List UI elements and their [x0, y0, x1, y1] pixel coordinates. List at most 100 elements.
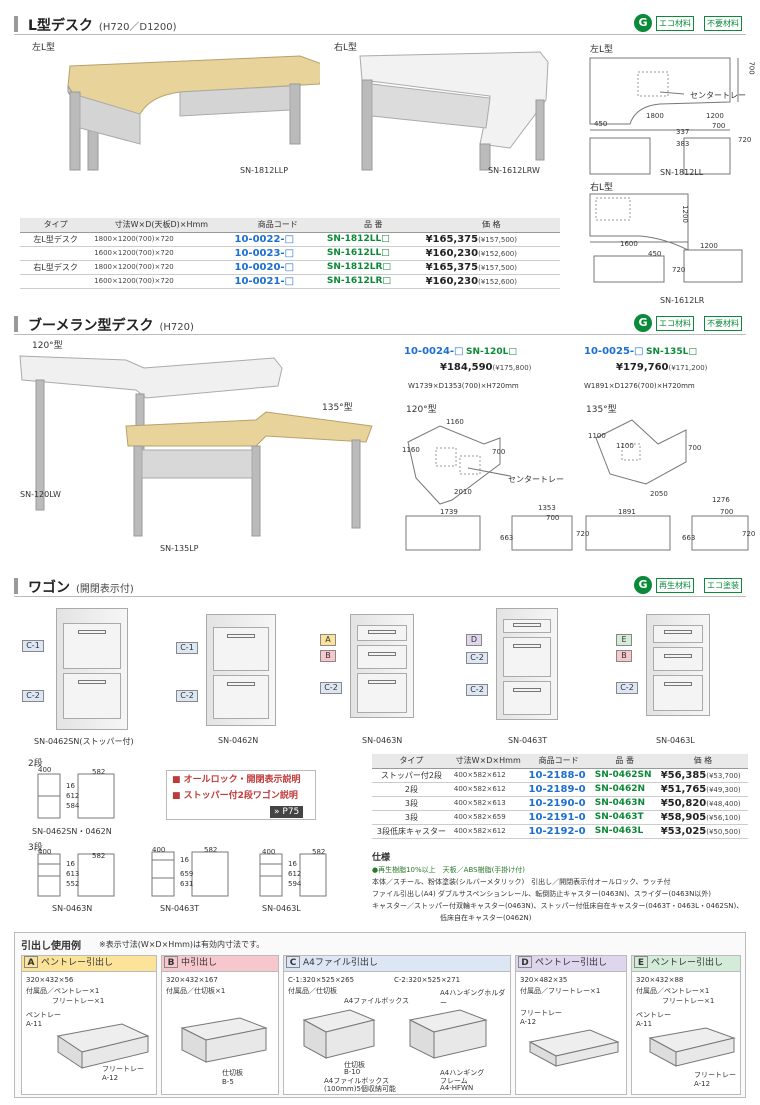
price-block-135: 10-0025-□ SN-135L□ — [584, 346, 697, 357]
dim-720: 720 — [576, 530, 590, 538]
drawer-lab3b: (100mm)5個収納可能 — [324, 1085, 396, 1093]
drawer-lab2b: B-10 — [344, 1068, 361, 1076]
panel-note: ※表示寸法(W×D×Hmm)は有効内寸法です。 — [99, 940, 265, 949]
dim-720b: 720 — [742, 530, 756, 538]
section-title: ワゴン(開閉表示付) — [28, 580, 134, 596]
spec-line-3: ファイル引出し(A4) ダブルサスペンションレール、転倒防止キャスター(0463… — [372, 890, 712, 898]
drawer-lab4: A4ハンギング — [440, 1069, 485, 1077]
center-tray-120 — [435, 447, 457, 467]
dim-700d: 700 — [720, 508, 734, 516]
front-view — [37, 853, 61, 897]
dim-612: 612 — [66, 792, 80, 800]
side-elevation — [683, 249, 743, 283]
center-tray-outline — [637, 71, 669, 97]
th-type: タイプ — [372, 754, 451, 769]
right-l-label: 右L型 — [334, 43, 358, 53]
header-bar — [14, 16, 18, 32]
desk-135-top — [125, 411, 373, 447]
tag-e: E — [616, 634, 632, 646]
dia-caption-4: SN-0463L — [262, 904, 301, 913]
plan-135 — [595, 419, 687, 485]
side-view-l — [299, 853, 327, 897]
front-view-t — [151, 851, 175, 897]
drawer — [653, 625, 703, 643]
label-3dan: 3段 — [28, 843, 43, 853]
dim-663: 663 — [500, 534, 514, 542]
plan-120 — [407, 425, 501, 505]
header-bar — [14, 316, 18, 332]
dia-120-label: 120°型 — [406, 405, 437, 415]
desk-leg-2 — [479, 143, 491, 171]
drawer-key: D — [518, 956, 532, 968]
info-link-2[interactable]: ■ ストッパー付2段ワゴン説明 — [172, 791, 298, 801]
table-row: 3段 400×582×659 10-2191-0 SN-0463T ¥58,90… — [372, 810, 748, 825]
drawer-handle — [78, 630, 106, 634]
drawer-handle — [664, 682, 692, 686]
drawer-lab2b: A-12 — [694, 1080, 711, 1088]
dim-700b: 700 — [688, 444, 702, 452]
dim-700c: 700 — [546, 514, 560, 522]
th-code: 商品コード — [525, 754, 592, 769]
eco-badge-2: 不要材料 — [704, 316, 742, 331]
leader-line — [467, 467, 511, 477]
dim-594: 594 — [288, 880, 302, 888]
drawer-size: 320×432×167 — [166, 976, 218, 984]
dim-659: 659 — [180, 870, 194, 878]
drawer — [503, 619, 551, 633]
eco-badge-2: 不要材料 — [704, 16, 742, 31]
wagon-2dan-diagram — [37, 773, 115, 819]
page-ref-button[interactable]: » P75 — [270, 806, 304, 818]
arrow-icon: » — [274, 807, 280, 817]
spec-line-4: キャスター／ストッパー付双輪キャスター(0463N)、ストッパー付低床自在キャス… — [372, 902, 744, 910]
drawer-handle — [368, 652, 396, 656]
dim-700: 700 — [747, 61, 756, 75]
drawer-acc2: フリートレー×1 — [52, 997, 105, 1005]
spec-title: 仕様 — [372, 853, 391, 863]
th-type: タイプ — [20, 218, 92, 233]
section-title: ブーメラン型デスク(H720) — [28, 318, 194, 334]
dim-552: 552 — [66, 880, 80, 888]
center-tray-outline — [595, 197, 631, 221]
header-bar — [14, 578, 18, 594]
drawer-handle — [78, 680, 106, 684]
table-row: 1600×1200(700)×720 10-0023-□ SN-1612LL□ … — [20, 246, 560, 261]
drawer — [357, 673, 407, 713]
dim-16: 16 — [66, 782, 75, 790]
drawer-handle — [513, 623, 541, 627]
tag-c2: C-2 — [22, 690, 44, 702]
drawer — [653, 647, 703, 671]
dim-2050: 2050 — [650, 490, 668, 498]
wagon-0462n — [206, 614, 276, 726]
drawer-handle — [368, 680, 396, 684]
drawer-key: E — [634, 956, 648, 968]
drawer-key: C — [286, 956, 300, 968]
front-elevation — [593, 255, 665, 283]
drawer-c-illustration — [302, 1009, 488, 1059]
spec-line-5: 低床自在キャスター(0462N) — [440, 914, 532, 922]
dim-1200-side: 1200 — [700, 242, 718, 250]
th-pn: 品 番 — [591, 754, 658, 769]
tag-c2: C-2 — [616, 682, 638, 694]
dim-1160b: 1160 — [402, 446, 420, 454]
drawer — [357, 645, 407, 669]
drawer-size: C-1:320×525×265 — [288, 976, 355, 984]
dim-700: 700 — [492, 448, 506, 456]
price-135: ¥179,760(¥171,200) — [616, 362, 708, 373]
info-link-1[interactable]: ■ オールロック・開閉表示説明 — [172, 775, 301, 785]
drawer — [63, 623, 121, 669]
dim-700b: 700 — [712, 122, 726, 130]
dim-1100b: 1100 — [616, 442, 634, 450]
modesty-panel — [371, 83, 491, 129]
side-elevation — [683, 137, 731, 175]
center-tray-label: センタートレー — [690, 91, 746, 100]
dim-383: 383 — [676, 140, 690, 148]
drawer-size2: C-2:320×525×271 — [394, 976, 461, 984]
tag-c2: C-2 — [176, 690, 198, 702]
dim-450-r: 450 — [648, 250, 662, 258]
tag-b: B — [616, 650, 632, 662]
th-price: 価 格 — [422, 218, 560, 233]
